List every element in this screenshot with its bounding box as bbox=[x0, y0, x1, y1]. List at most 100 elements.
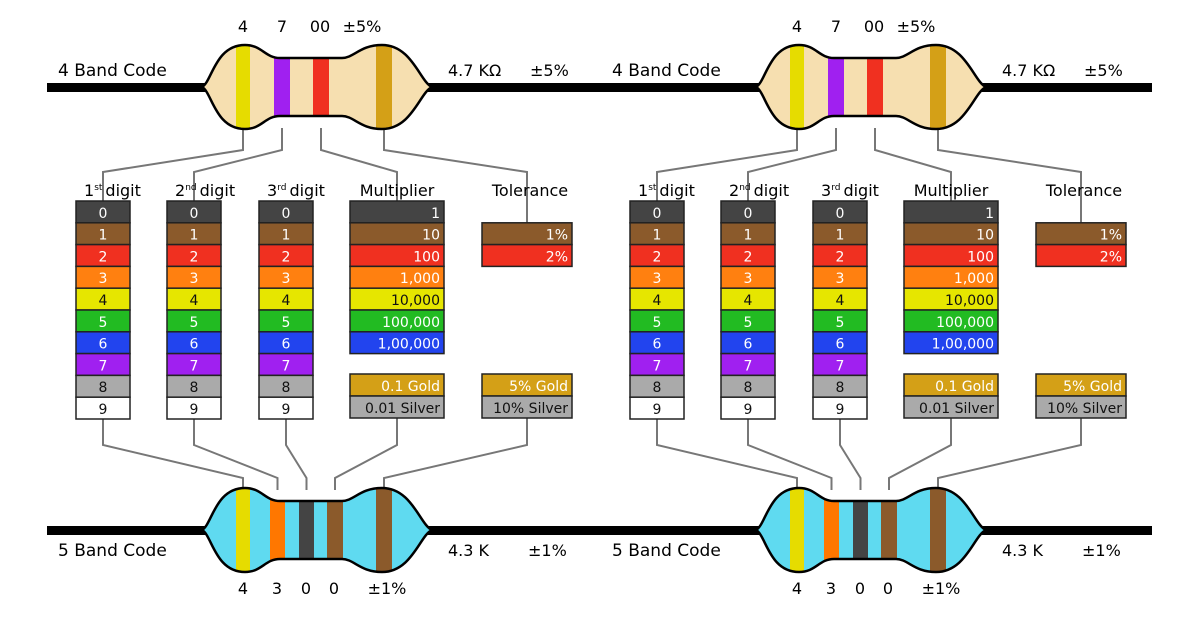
header-tolerance: Tolerance bbox=[491, 181, 568, 200]
digit-cell-label: 1 bbox=[836, 228, 845, 244]
digit-cell-label: 5 bbox=[836, 315, 845, 331]
top-value: 4.7 KΩ bbox=[1002, 61, 1055, 80]
digit-cell-label: 9 bbox=[744, 402, 753, 418]
top-band-4 bbox=[376, 45, 392, 129]
tolerance-cell-label: 2% bbox=[1100, 249, 1122, 265]
top-resistor-outline bbox=[199, 43, 436, 131]
digit-cell-label: 7 bbox=[653, 358, 662, 374]
multiplier-cell-label: 1 bbox=[431, 206, 440, 222]
multiplier-cell bbox=[349, 200, 445, 224]
header-post: digit bbox=[754, 181, 789, 200]
bottom-connector-line bbox=[839, 418, 862, 490]
bottom-value: 4.3 K bbox=[448, 541, 490, 560]
top-connector-line bbox=[102, 128, 244, 201]
top-connector-line bbox=[193, 128, 283, 201]
top-band-label: ±5% bbox=[343, 17, 382, 36]
header-post: digit bbox=[200, 181, 235, 200]
bottom-resistor-outline bbox=[753, 486, 990, 574]
digit-cell-label: 6 bbox=[744, 337, 753, 353]
tolerance-extra-cell-label: 10% Silver bbox=[1047, 401, 1122, 417]
digit-cell-label: 9 bbox=[836, 402, 845, 418]
multiplier-cell-label: 100 bbox=[967, 249, 994, 265]
bottom-band-1 bbox=[790, 488, 804, 572]
bottom-connector-line bbox=[285, 418, 308, 490]
top-wire bbox=[47, 83, 1152, 92]
digit-cell-label: 1 bbox=[744, 228, 753, 244]
digit-cell-label: 6 bbox=[653, 337, 662, 353]
digit-cell-label: 2 bbox=[836, 249, 845, 265]
digit-cell-label: 4 bbox=[653, 293, 662, 309]
digit-cell-label: 7 bbox=[99, 358, 108, 374]
digit-cell-label: 1 bbox=[653, 228, 662, 244]
header-pre: 3 bbox=[821, 181, 831, 200]
bottom-bands bbox=[790, 488, 946, 572]
bottom-resistor-body bbox=[202, 488, 432, 572]
top-bands bbox=[790, 45, 946, 129]
digit-cell-label: 3 bbox=[744, 271, 753, 287]
bottom-connector-line bbox=[334, 418, 398, 490]
top-connector-line bbox=[874, 128, 952, 201]
bottom-connector-line bbox=[193, 418, 279, 490]
top-value: 4.7 KΩ bbox=[448, 61, 501, 80]
header-multiplier: Multiplier bbox=[360, 181, 435, 200]
header-pre: 2 bbox=[729, 181, 739, 200]
tolerance-cell-label: 1% bbox=[546, 228, 568, 244]
tolerance-extra-cell bbox=[481, 395, 573, 419]
bottom-band-5 bbox=[376, 488, 392, 572]
bottom-code-label: 5 Band Code bbox=[58, 541, 167, 561]
top-bands bbox=[236, 45, 392, 129]
digit-cell-label: 6 bbox=[836, 337, 845, 353]
bottom-connector-line bbox=[747, 418, 833, 490]
digit-cell-label: 8 bbox=[653, 380, 662, 396]
bottom-band-label: 4 bbox=[238, 579, 248, 598]
multiplier-cell-label: 1,000 bbox=[400, 271, 440, 287]
multiplier-cell-label: 1,000 bbox=[954, 271, 994, 287]
digit-cell-label: 8 bbox=[99, 380, 108, 396]
digit-cell-label: 3 bbox=[282, 271, 291, 287]
top-band-label: ±5% bbox=[897, 17, 936, 36]
top-band-3 bbox=[867, 45, 883, 129]
top-band-label: 00 bbox=[310, 17, 330, 36]
top-connector-line bbox=[383, 128, 528, 223]
top-band-2 bbox=[828, 45, 844, 129]
digit-cell-label: 1 bbox=[99, 228, 108, 244]
top-connector-line bbox=[320, 128, 398, 201]
header-sup: nd bbox=[739, 183, 750, 193]
header-post: digit bbox=[289, 181, 324, 200]
multiplier-cell-label: 10 bbox=[976, 228, 994, 244]
bottom-band-5 bbox=[930, 488, 946, 572]
multiplier-extra-cell bbox=[903, 395, 999, 419]
digit-cell bbox=[629, 396, 685, 420]
top-connector-line bbox=[656, 128, 798, 201]
digit-cell-label: 9 bbox=[99, 402, 108, 418]
top-band-4 bbox=[930, 45, 946, 129]
digit-cell-label: 0 bbox=[744, 206, 753, 222]
digit-cell-label: 2 bbox=[744, 249, 753, 265]
multiplier-cell-label: 10,000 bbox=[945, 293, 994, 309]
digit-cell-label: 4 bbox=[282, 293, 291, 309]
digit-cell-label: 0 bbox=[190, 206, 199, 222]
multiplier-cell bbox=[903, 200, 999, 224]
digit-cell-label: 0 bbox=[99, 206, 108, 222]
bottom-wire bbox=[47, 526, 1152, 535]
bottom-band-label: 0 bbox=[855, 579, 865, 598]
bottom-tolerance: ±1% bbox=[528, 541, 567, 560]
bottom-band-2 bbox=[270, 488, 285, 572]
top-tolerance: ±5% bbox=[1084, 61, 1123, 80]
tolerance-extra-cell-label: 5% Gold bbox=[1063, 379, 1122, 395]
multiplier-cell-label: 1 bbox=[985, 206, 994, 222]
bottom-band-3 bbox=[299, 488, 314, 572]
digit-cell-label: 8 bbox=[744, 380, 753, 396]
digit-cell bbox=[258, 396, 314, 420]
bottom-band-label: 4 bbox=[792, 579, 802, 598]
top-band-3 bbox=[313, 45, 329, 129]
digit-cell-label: 3 bbox=[653, 271, 662, 287]
bottom-code-label: 5 Band Code bbox=[612, 541, 721, 561]
